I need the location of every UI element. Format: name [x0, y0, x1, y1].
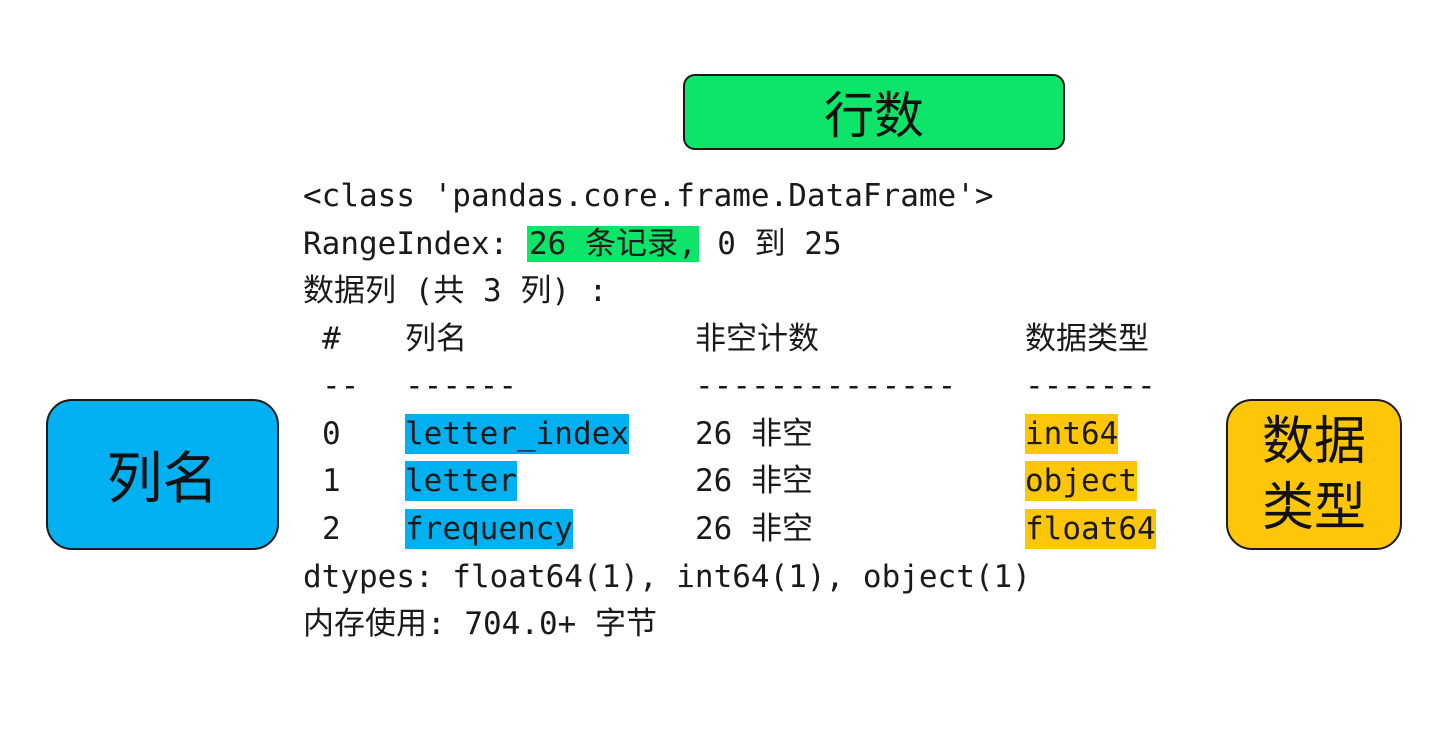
range-index-line: RangeIndex: 26 条记录, 0 到 25 [303, 224, 842, 264]
columns-callout: 列名 [46, 399, 279, 550]
memory-usage-line: 内存使用: 704.0+ 字节 [303, 606, 657, 642]
table-row: 1 letter 26 非空 object [0, 461, 1446, 501]
header-index: # [322, 321, 341, 357]
row-column-name: letter [405, 461, 517, 501]
row-non-null: 26 非空 [695, 463, 813, 499]
row-column-name: frequency [405, 509, 573, 549]
dtype-callout-line2: 类型 [1261, 477, 1366, 538]
separator-column: ------ [405, 368, 517, 404]
class-line: <class 'pandas.core.frame.DataFrame'> [303, 178, 994, 214]
row-dtype: object [1025, 461, 1137, 501]
dtypes-line: dtypes: float64(1), int64(1), object(1) [303, 559, 1031, 595]
table-header: # 列名 非空计数 数据类型 [0, 319, 1446, 359]
range-prefix: RangeIndex: [303, 226, 527, 262]
separator-dtype: ------- [1025, 368, 1156, 404]
table-separator: -- ------ -------------- ------- [0, 366, 1446, 406]
separator-non-null: -------------- [695, 368, 957, 404]
header-dtype: 数据类型 [1025, 321, 1149, 357]
table-row: 0 letter_index 26 非空 int64 [0, 414, 1446, 454]
rows-callout-label: 行数 [824, 87, 924, 145]
range-suffix: 0 到 25 [698, 226, 842, 262]
dtype-callout: 数据 类型 [1226, 399, 1402, 550]
row-column-name: letter_index [405, 414, 629, 454]
header-column: 列名 [405, 321, 467, 357]
row-index: 1 [322, 463, 341, 499]
separator-index: -- [322, 368, 360, 404]
row-index: 0 [322, 416, 341, 452]
table-row: 2 frequency 26 非空 float64 [0, 509, 1446, 549]
rows-callout: 行数 [683, 74, 1065, 150]
columns-count-line: 数据列 (共 3 列) : [303, 273, 608, 309]
header-non-null: 非空计数 [695, 321, 819, 357]
range-count-highlight: 26 条记录, [526, 226, 699, 262]
columns-callout-label: 列名 [106, 447, 219, 512]
row-dtype: float64 [1025, 509, 1156, 549]
row-index: 2 [322, 511, 341, 547]
dtype-callout-line1: 数据 [1261, 411, 1366, 472]
row-non-null: 26 非空 [695, 511, 813, 547]
row-non-null: 26 非空 [695, 416, 813, 452]
row-dtype: int64 [1025, 414, 1119, 454]
